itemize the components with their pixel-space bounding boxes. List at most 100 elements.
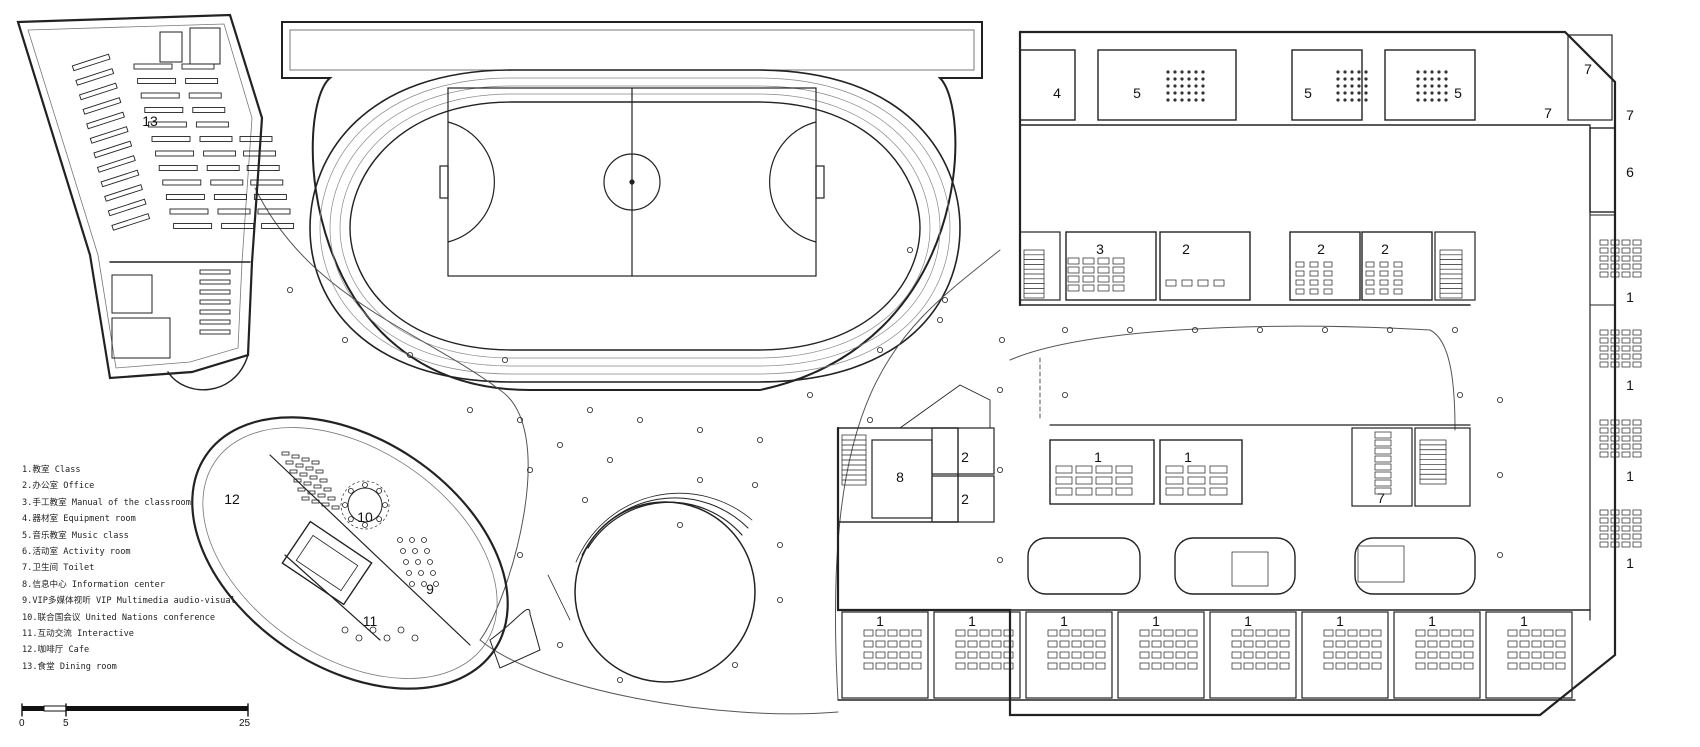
legend-item: 12.咖啡厅 Cafe	[22, 645, 90, 656]
desk	[1599, 541, 1609, 548]
legend-item: 13.食堂 Dining room	[22, 661, 117, 672]
desk	[1507, 629, 1518, 637]
seat	[412, 548, 418, 554]
music-seat	[1180, 70, 1184, 74]
desk	[1097, 257, 1110, 265]
desk	[1632, 541, 1642, 548]
seat	[382, 502, 388, 508]
desk	[1374, 463, 1392, 471]
music-seat	[1416, 77, 1420, 81]
desk	[1610, 451, 1620, 458]
desk	[1451, 640, 1462, 648]
desk	[1531, 629, 1542, 637]
legend-item: 5.音乐教室 Music class	[22, 530, 129, 541]
desk	[967, 662, 978, 670]
desk	[1067, 266, 1080, 274]
legend: 1.教室 Class 2.办公室 Office 3.手工教室 Manual of…	[22, 462, 236, 675]
music-seat	[1187, 77, 1191, 81]
desk	[1151, 629, 1162, 637]
room-number-2-b: 2	[1317, 241, 1325, 257]
seat	[303, 481, 312, 486]
desk	[1059, 629, 1070, 637]
desk	[1335, 662, 1346, 670]
desk	[1279, 651, 1290, 659]
desk	[1632, 255, 1642, 262]
desk	[1621, 525, 1631, 532]
dining-table	[162, 179, 202, 186]
column	[677, 522, 684, 529]
dining-table	[195, 121, 229, 128]
dining-table	[86, 111, 125, 130]
desk	[1393, 261, 1403, 268]
desk	[1543, 629, 1554, 637]
desk	[1439, 651, 1450, 659]
desk	[1365, 270, 1375, 277]
desk	[1599, 271, 1609, 278]
desk	[1255, 640, 1266, 648]
seat	[305, 466, 314, 471]
desk	[1115, 476, 1133, 485]
desk	[1621, 541, 1631, 548]
dining-table	[246, 165, 280, 171]
column	[466, 406, 473, 413]
desk	[863, 651, 874, 659]
desk	[1059, 662, 1070, 670]
seat	[347, 516, 354, 523]
music-seat	[1416, 98, 1420, 102]
room-number-2-a: 2	[1182, 241, 1190, 257]
column	[1257, 326, 1264, 333]
desk	[1463, 640, 1474, 648]
desk	[899, 640, 910, 648]
desk	[979, 662, 990, 670]
music-seat	[1350, 98, 1354, 102]
seat	[293, 478, 302, 483]
music-seat	[1194, 70, 1198, 74]
desk	[1115, 465, 1133, 474]
seat	[430, 570, 436, 576]
music-seat	[1187, 70, 1191, 74]
desk	[1599, 247, 1609, 254]
desk	[1632, 361, 1642, 368]
desk	[1255, 662, 1266, 670]
seat	[433, 581, 439, 587]
room-number-7-a: 7	[1584, 61, 1592, 77]
desk	[955, 640, 966, 648]
column	[406, 351, 413, 358]
desk	[1323, 270, 1333, 277]
legend-item: 3.手工教室 Manual of the classroom	[22, 497, 191, 508]
desk	[1543, 662, 1554, 670]
music-seat	[1350, 70, 1354, 74]
desk	[1451, 629, 1462, 637]
seat	[347, 487, 354, 494]
column	[587, 406, 594, 413]
dining-table	[89, 126, 129, 144]
desk	[1599, 353, 1609, 360]
desk	[899, 629, 910, 637]
classroom-wall	[841, 611, 929, 699]
desk	[1632, 533, 1642, 540]
column	[517, 552, 524, 559]
desk	[1599, 263, 1609, 270]
desk	[875, 651, 886, 659]
desk	[991, 629, 1002, 637]
seat	[342, 502, 348, 508]
desk	[1095, 487, 1113, 496]
dining-table	[144, 107, 184, 113]
desk	[1621, 509, 1631, 516]
music-seat	[1180, 77, 1184, 81]
column	[1127, 326, 1134, 333]
seat	[315, 469, 324, 474]
music-seat	[1416, 91, 1420, 95]
desk	[967, 651, 978, 659]
desk	[1371, 640, 1382, 648]
desk	[1621, 435, 1631, 442]
desk	[1439, 629, 1450, 637]
desk	[1323, 640, 1334, 648]
column	[697, 476, 704, 483]
desk	[1610, 517, 1620, 524]
music-seat	[1350, 84, 1354, 88]
music-seat	[1423, 98, 1427, 102]
column	[1192, 326, 1199, 333]
desk	[1231, 651, 1242, 659]
desk	[1599, 443, 1609, 450]
